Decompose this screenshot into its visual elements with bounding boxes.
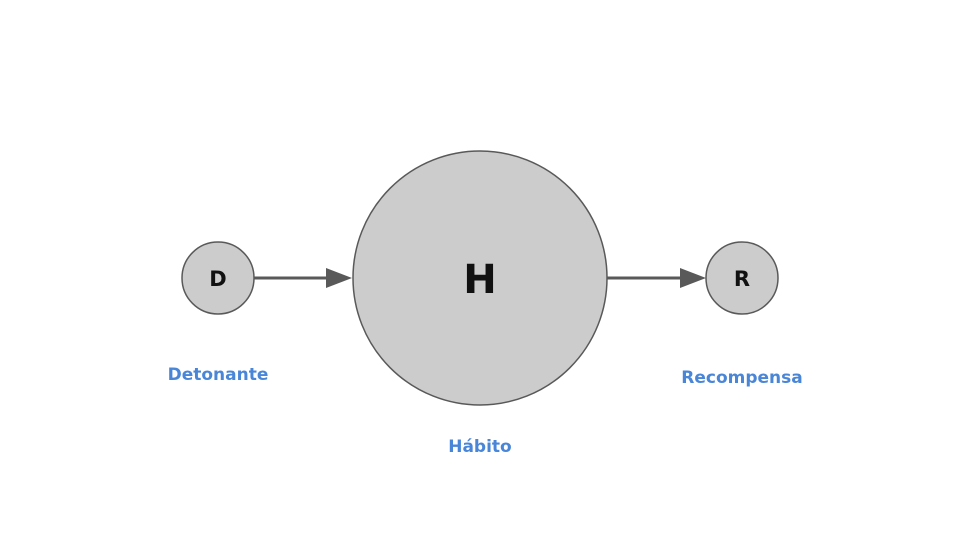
trigger-node: D <box>181 241 255 315</box>
arrow-trigger-to-habit <box>254 268 352 288</box>
trigger-node-letter: D <box>209 267 226 291</box>
habit-node-circle <box>352 150 608 406</box>
reward-node: R <box>705 241 779 315</box>
arrow-habit-to-reward <box>607 268 706 288</box>
reward-node-letter: R <box>734 267 750 291</box>
arrow-habit-to-reward-head <box>680 268 706 288</box>
reward-node-circle <box>705 241 779 315</box>
habit-node: H <box>352 150 608 406</box>
habit-node-letter: H <box>463 257 496 303</box>
reward-caption: Recompensa <box>681 368 802 388</box>
habit-caption: Hábito <box>448 437 512 457</box>
trigger-caption: Detonante <box>168 365 269 385</box>
arrow-trigger-to-habit-head <box>326 268 352 288</box>
trigger-node-circle <box>181 241 255 315</box>
